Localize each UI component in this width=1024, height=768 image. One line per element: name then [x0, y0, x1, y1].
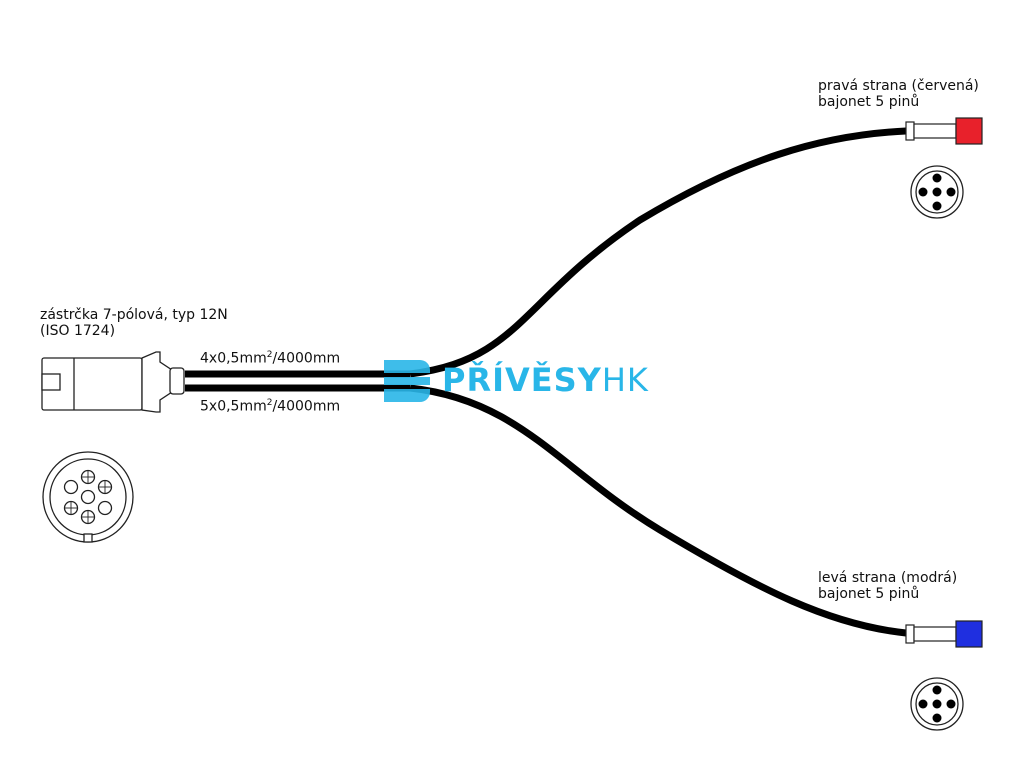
cable-right-branch	[409, 127, 907, 378]
cables	[185, 127, 907, 637]
plug-face-key	[83, 533, 93, 543]
plug-side-view	[41, 351, 185, 413]
left-connector-face	[910, 677, 964, 731]
left-side-label: levá strana (modrá) bajonet 5 pinů	[818, 570, 957, 602]
right-side-line1: pravá strana (červená)	[818, 78, 979, 94]
plug-title-line1: zástrčka 7-pólová, typ 12N	[40, 307, 228, 323]
right-side-line2: bajonet 5 pinů	[818, 94, 920, 110]
pin-lower-right	[97, 500, 113, 516]
plug-latch	[41, 373, 61, 391]
right-connector-face	[910, 165, 964, 219]
cable-left-branch	[409, 384, 907, 637]
left-side-line2: bajonet 5 pinů	[818, 586, 920, 602]
cable-lower-label: 5x0,5mm2/4000mm	[200, 398, 341, 415]
plug-collar	[141, 351, 173, 413]
right-connector	[905, 117, 983, 145]
right-side-label: pravá strana (červená) bajonet 5 pinů	[818, 78, 979, 110]
right-connector-cap	[955, 117, 983, 145]
pin-upper-left	[63, 479, 79, 495]
plug-title-line2: (ISO 1724)	[40, 323, 116, 339]
left-connector-body	[913, 626, 957, 642]
plug-front-view	[42, 451, 134, 543]
logo-light-text: HK	[601, 361, 649, 399]
right-connector-ferrule	[905, 121, 915, 141]
left-connector-cap	[955, 620, 983, 648]
plug-title: zástrčka 7-pólová, typ 12N (ISO 1724)	[40, 307, 228, 339]
right-connector-body	[913, 123, 957, 139]
pin-center	[80, 489, 96, 505]
left-side-line1: levá strana (modrá)	[818, 570, 958, 586]
logo-bold-text: PŘÍVĚSY	[442, 361, 602, 399]
plug-nut	[169, 367, 185, 395]
logo-icon	[384, 360, 430, 402]
cable-upper-label: 4x0,5mm2/4000mm	[200, 350, 341, 367]
left-connector	[905, 620, 983, 648]
left-connector-ferrule	[905, 624, 915, 644]
